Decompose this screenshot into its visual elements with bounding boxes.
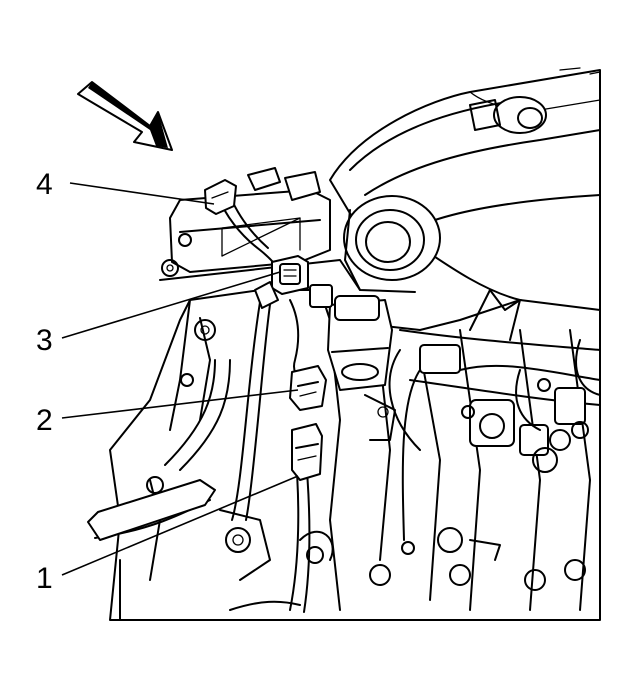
leader-line-3 [61, 271, 281, 339]
egr-valve [309, 284, 396, 441]
connector-3 [254, 255, 309, 309]
connector-1 [291, 423, 323, 481]
callout-label-3: 3 [36, 324, 53, 357]
callout-label-2: 2 [36, 404, 53, 437]
bracket [87, 359, 231, 541]
connector-4 [204, 167, 321, 215]
leader-line-4 [69, 182, 215, 205]
connector-2 [289, 365, 327, 411]
leader-lines [61, 182, 299, 576]
leader-line-1 [61, 475, 299, 576]
leader-line-2 [61, 389, 299, 419]
front-direction-arrow-icon [77, 81, 173, 151]
callout-label-4: 4 [36, 168, 53, 201]
injector-area [299, 289, 589, 591]
intake-plenum [329, 67, 601, 321]
throttle-body [343, 195, 441, 293]
callout-label-1: 1 [36, 562, 53, 595]
